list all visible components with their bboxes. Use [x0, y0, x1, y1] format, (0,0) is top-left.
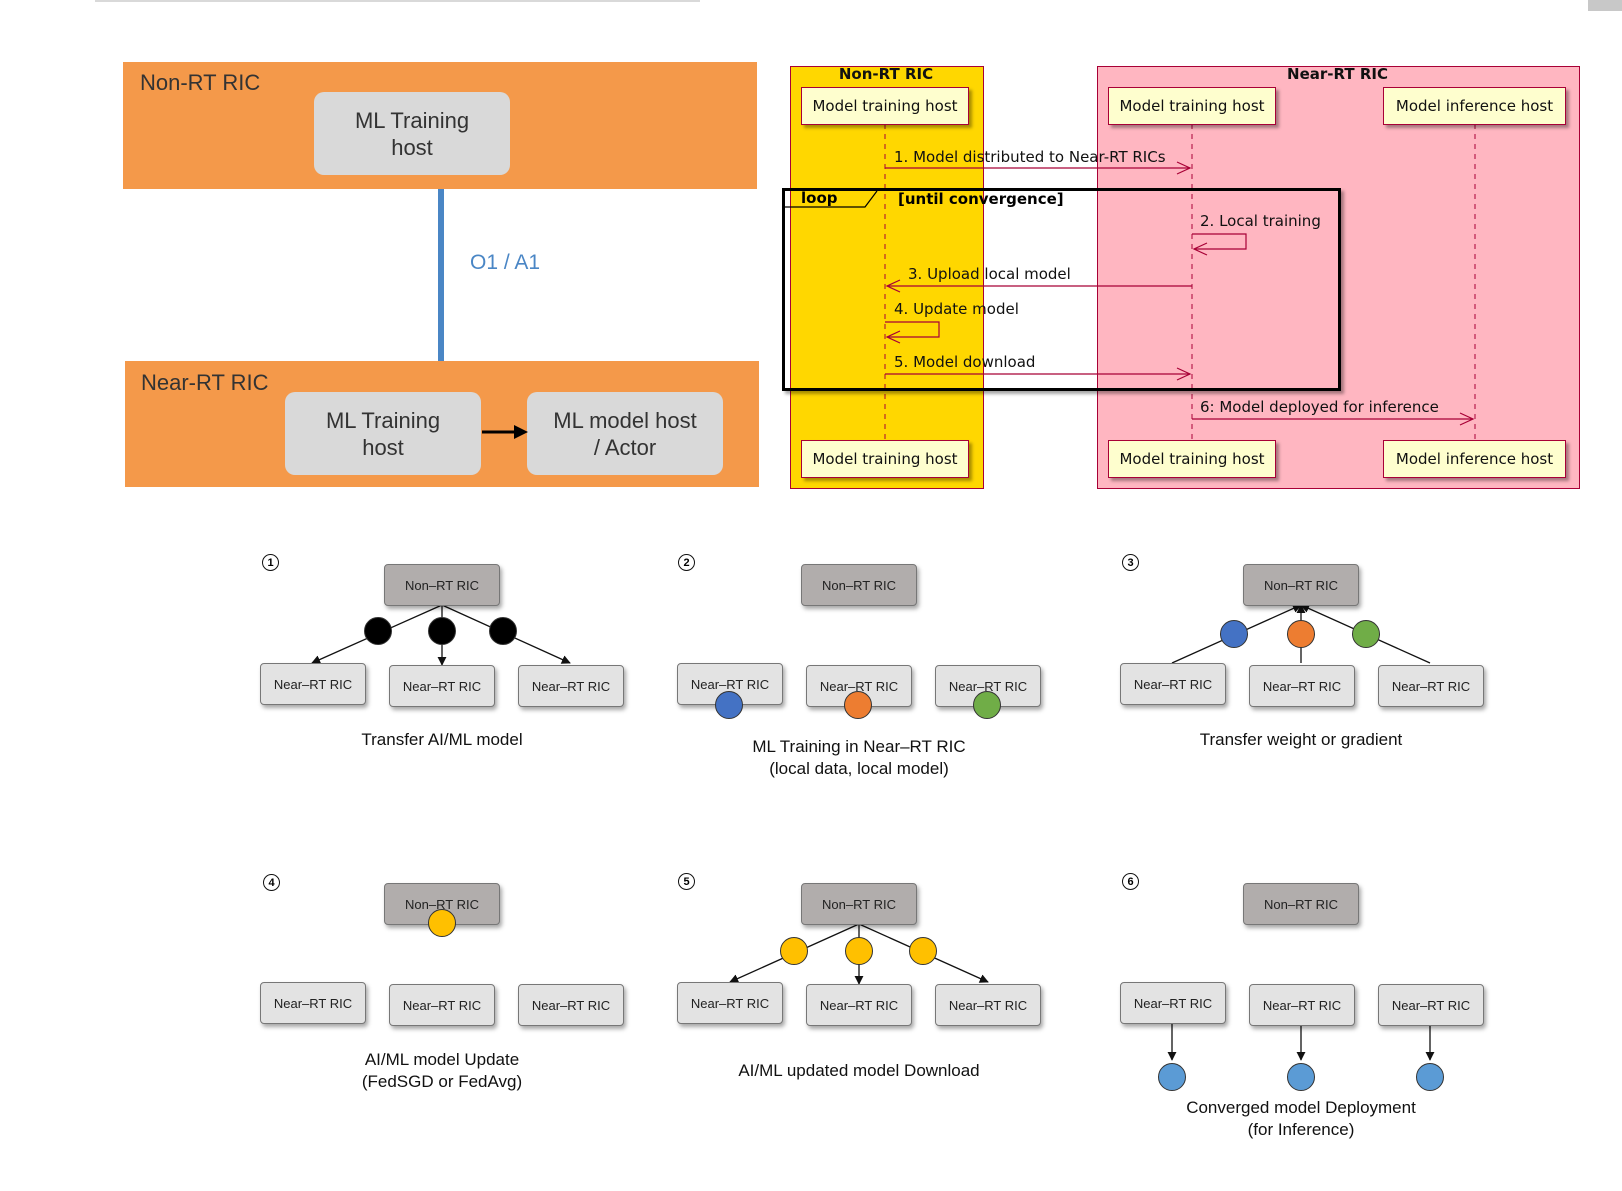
participant-non-rt-training-bottom: Model training host [801, 440, 969, 478]
step3-non-rt-ric: Non–RT RIC [1243, 564, 1359, 606]
step5-non-rt-ric: Non–RT RIC [801, 883, 917, 925]
step2-local-model-green [973, 691, 1001, 719]
non-rt-ml-training-host: ML Training host [314, 92, 510, 175]
step2-local-model-blue [715, 691, 743, 719]
msg-3-label: 3. Upload local model [908, 265, 1071, 283]
msg-5-label: 5. Model download [894, 353, 1036, 371]
loop-condition: [until convergence] [898, 190, 1064, 208]
step4-near-rt-ric-2: Near–RT RIC [389, 984, 495, 1026]
step1-near-rt-ric-1: Near–RT RIC [260, 663, 366, 705]
step6-deployed-model-dot-2 [1287, 1063, 1315, 1091]
step-5-caption: AI/ML updated model Download [738, 1061, 980, 1080]
step-4-caption: AI/ML model Update (FedSGD or FedAvg) [361, 1050, 523, 1091]
msg-2-head [1192, 242, 1208, 256]
step5-updated-model-dot-2 [845, 937, 873, 965]
msg-2-label: 2. Local training [1200, 212, 1321, 230]
step6-near-rt-ric-2: Near–RT RIC [1249, 984, 1355, 1026]
top-divider [95, 0, 700, 2]
step-1-caption: Transfer AI/ML model [361, 730, 523, 749]
o1-a1-interface-line [438, 189, 444, 361]
step3-weight-green [1352, 620, 1380, 648]
msg-2-arrow [1192, 233, 1247, 250]
corner-marker [1588, 0, 1622, 11]
loop-frame [782, 188, 1341, 391]
step3-near-rt-ric-3: Near–RT RIC [1378, 665, 1484, 707]
step-6-caption: Converged model Deployment (for Inferenc… [1186, 1098, 1416, 1139]
step-5-number: 5 [678, 873, 695, 890]
loop-label: loop [801, 189, 838, 207]
msg-3-head [885, 279, 901, 293]
near-rt-ric-title: Near-RT RIC [141, 370, 269, 395]
step-2-caption: ML Training in Near–RT RIC (local data, … [752, 737, 966, 778]
msg-4-label: 4. Update model [894, 300, 1019, 318]
step6-near-rt-ric-3: Near–RT RIC [1378, 984, 1484, 1026]
step4-global-model-dot [428, 909, 456, 937]
step3-near-rt-ric-1: Near–RT RIC [1120, 663, 1226, 705]
step-6-number: 6 [1122, 873, 1139, 890]
participant-near-rt-inference-top: Model inference host [1383, 87, 1566, 125]
participant-near-rt-inference-bottom: Model inference host [1383, 440, 1566, 478]
step-3-number: 3 [1122, 554, 1139, 571]
training-to-model-host-arrow [482, 425, 528, 439]
sequence-near-rt-box-title: Near-RT RIC [1287, 65, 1388, 83]
participant-non-rt-training-top: Model training host [801, 87, 969, 125]
step3-weight-orange [1287, 620, 1315, 648]
msg-4-arrow [885, 321, 940, 338]
step6-deployed-model-dot-1 [1158, 1063, 1186, 1091]
step5-near-rt-ric-3: Near–RT RIC [935, 984, 1041, 1026]
step1-model-dot-3 [489, 617, 517, 645]
participant-near-rt-training-bottom: Model training host [1108, 440, 1276, 478]
near-rt-ml-training-host: ML Training host [285, 392, 481, 475]
step5-updated-model-dot-3 [909, 937, 937, 965]
step-1-number: 1 [262, 554, 279, 571]
sequence-lines [884, 124, 1476, 442]
step3-near-rt-ric-2: Near–RT RIC [1249, 665, 1355, 707]
step6-near-rt-ric-1: Near–RT RIC [1120, 982, 1226, 1024]
step1-near-rt-ric-3: Near–RT RIC [518, 665, 624, 707]
step4-near-rt-ric-3: Near–RT RIC [518, 984, 624, 1026]
msg-4-head [885, 330, 901, 344]
step3-weight-blue [1220, 620, 1248, 648]
sequence-non-rt-box-title: Non-RT RIC [838, 65, 934, 83]
step4-near-rt-ric-1: Near–RT RIC [260, 982, 366, 1024]
step5-updated-model-dot-1 [780, 937, 808, 965]
sequence-non-rt-box [790, 66, 984, 489]
o1-a1-interface-label: O1 / A1 [470, 251, 541, 274]
step-3-caption: Transfer weight or gradient [1199, 730, 1403, 749]
msg-1-head [1176, 161, 1192, 175]
near-rt-ml-model-host: ML model host / Actor [527, 392, 723, 475]
step5-near-rt-ric-2: Near–RT RIC [806, 984, 912, 1026]
step1-model-dot-1 [364, 617, 392, 645]
non-rt-ric-title: Non-RT RIC [140, 70, 261, 95]
step6-non-rt-ric: Non–RT RIC [1243, 883, 1359, 925]
msg-6-label: 6: Model deployed for inference [1200, 398, 1439, 416]
step1-near-rt-ric-2: Near–RT RIC [389, 665, 495, 707]
msg-5-head [1176, 367, 1192, 381]
loop-tab-shape [785, 191, 878, 208]
step5-near-rt-ric-1: Near–RT RIC [677, 982, 783, 1024]
step6-deployed-model-dot-3 [1416, 1063, 1444, 1091]
step2-local-model-orange [844, 691, 872, 719]
step1-non-rt-ric: Non–RT RIC [384, 564, 500, 606]
participant-near-rt-training-top: Model training host [1108, 87, 1276, 125]
msg-6-head [1459, 412, 1475, 426]
step2-non-rt-ric: Non–RT RIC [801, 564, 917, 606]
step-2-number: 2 [678, 554, 695, 571]
msg-1-label: 1. Model distributed to Near-RT RICs [894, 148, 1166, 166]
step1-model-dot-2 [428, 617, 456, 645]
step-4-number: 4 [263, 874, 280, 891]
